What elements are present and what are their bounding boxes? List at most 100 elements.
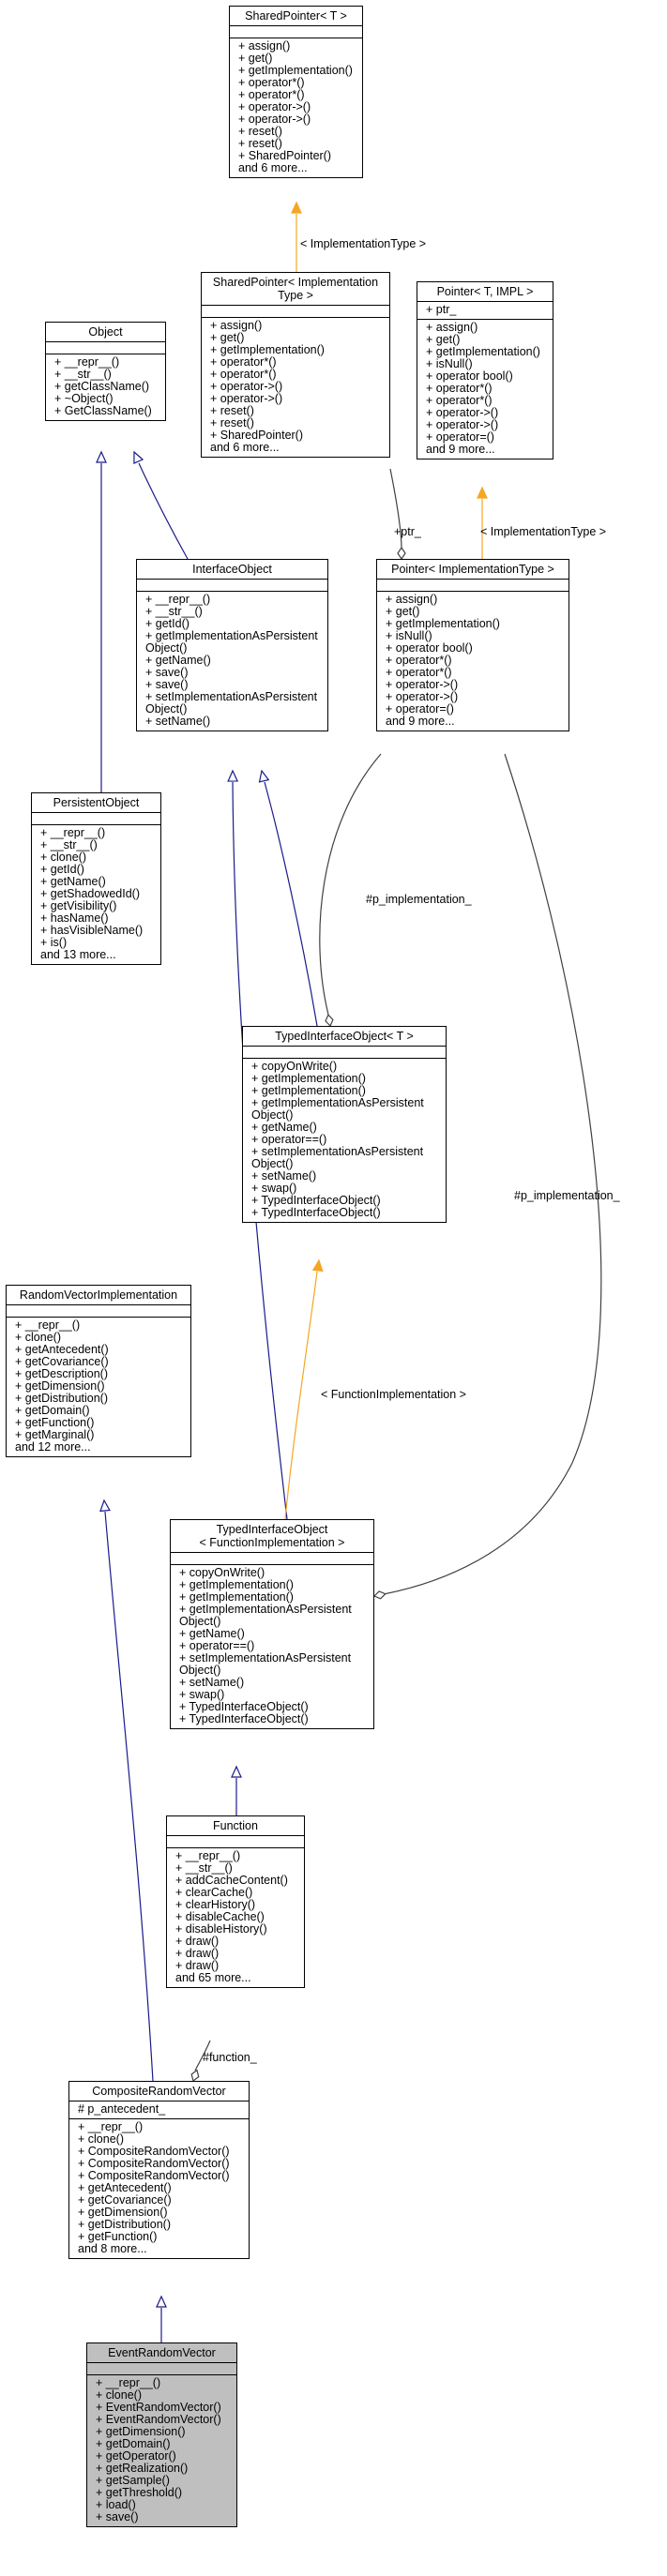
arrow-inherit-persistentobject-object: [96, 450, 107, 463]
method: + getDomain(): [15, 1404, 90, 1417]
attributes-section: [230, 26, 362, 38]
edge-label-implementationtype-1: < ImplementationType >: [300, 237, 427, 250]
method: + getImplementation(): [386, 617, 500, 630]
diamond-p-impl-2: [372, 1590, 387, 1600]
attributes-section: [137, 580, 327, 592]
method: + isNull(): [386, 629, 432, 642]
methods-section: + __repr__()+ __str__()+ addCacheContent…: [167, 1848, 304, 1987]
edge-label-functionimplementation: < FunctionImplementation >: [321, 1388, 466, 1401]
class-function[interactable]: Function + __repr__()+ __str__()+ addCach…: [166, 1815, 305, 1988]
class-title-line: InterfaceObject: [192, 563, 272, 576]
method: + clearHistory(): [175, 1898, 256, 1911]
method: and 65 more...: [175, 1971, 251, 1984]
method: + __str__(): [40, 838, 98, 851]
method: + __repr__(): [96, 2376, 161, 2389]
class-title-line: < FunctionImplementation >: [199, 1536, 345, 1549]
method: + getImplementation(): [179, 1578, 294, 1591]
class-persistentobject[interactable]: PersistentObject+ __repr__()+ __str__()+…: [31, 792, 161, 965]
methods-section: + __repr__()+ clone()+ getAntecedent()+ …: [7, 1318, 190, 1456]
method: + setImplementationAsPersistent: [179, 1651, 352, 1665]
class-pointer-implementationtype[interactable]: Pointer< ImplementationType >+ assign()+…: [376, 559, 569, 731]
method: + getDomain(): [96, 2437, 171, 2450]
method: + get(): [426, 333, 461, 346]
class-title: Pointer< ImplementationType >: [377, 560, 568, 580]
method: + getThreshold(): [96, 2486, 183, 2499]
class-title: Pointer< T, IMPL >: [417, 282, 553, 302]
method: + getName(): [251, 1121, 317, 1134]
class-title: PersistentObject: [32, 793, 160, 813]
attributes-section: # p_antecedent_: [69, 2101, 249, 2119]
methods-section: + __repr__()+ clone()+ CompositeRandomVe…: [69, 2119, 249, 2258]
method: + __repr__(): [175, 1849, 241, 1862]
class-title-line: CompositeRandomVector: [92, 2085, 226, 2098]
class-typedinterfaceobject-functionimplementation[interactable]: TypedInterfaceObject< FunctionImplementa…: [170, 1519, 374, 1729]
class-compositerandomvector[interactable]: CompositeRandomVector # p_antecedent_+ __…: [68, 2081, 250, 2259]
method: + getRealization(): [96, 2462, 189, 2475]
class-randomvectorimplementation[interactable]: RandomVectorImplementation+ __repr__()+ …: [6, 1285, 191, 1457]
attributes-section: [87, 2363, 236, 2375]
class-sharedpointer-t[interactable]: SharedPointer< T >+ assign()+ get()+ get…: [229, 6, 363, 178]
edge-usage-function: [194, 2040, 211, 2071]
method: + setImplementationAsPersistent: [145, 690, 318, 703]
class-eventrandomvector[interactable]: EventRandomVector+ __repr__()+ clone()+ …: [86, 2343, 237, 2527]
method: + get(): [386, 605, 420, 618]
method: + operator*(): [426, 394, 493, 407]
method: + disableHistory(): [175, 1922, 267, 1936]
class-title: Object: [46, 323, 165, 342]
method: + operator bool(): [386, 641, 473, 655]
class-title-line: EventRandomVector: [108, 2346, 216, 2359]
method: + disableCache(): [175, 1910, 265, 1923]
method: and 12 more...: [15, 1440, 91, 1454]
method: and 6 more...: [238, 161, 308, 174]
method: + operator==(): [179, 1639, 255, 1652]
arrow-template-pointer: [477, 486, 488, 499]
method: + __repr__(): [78, 2120, 144, 2133]
method: + operator*(): [386, 654, 452, 667]
method: + TypedInterfaceObject(): [251, 1206, 381, 1219]
method: + reset(): [210, 416, 254, 429]
method: + __repr__(): [15, 1318, 81, 1332]
class-typedinterfaceobject-t[interactable]: TypedInterfaceObject< T >+ copyOnWrite()…: [242, 1026, 447, 1223]
arrow-template-sharedpointer: [291, 201, 302, 214]
attributes-section: + ptr_: [417, 302, 553, 320]
method: + reset(): [210, 404, 254, 417]
method: + getImplementationAsPersistent: [251, 1096, 424, 1109]
method: + TypedInterfaceObject(): [251, 1194, 381, 1207]
class-title-line: Pointer< ImplementationType >: [391, 563, 554, 576]
method: + clone(): [78, 2132, 124, 2146]
class-title-line: Object: [88, 325, 123, 339]
arrow-inherit-typedio-fi-interfaceobject: [227, 769, 239, 782]
method: + getName(): [145, 654, 211, 667]
method: + hasName(): [40, 911, 109, 925]
method: + clone(): [96, 2388, 142, 2402]
method: + getDimension(): [78, 2206, 168, 2219]
attributes-section: [167, 1836, 304, 1848]
methods-section: + __repr__()+ __str__()+ getClassName()+…: [46, 354, 165, 420]
methods-section: + __repr__()+ clone()+ EventRandomVector…: [87, 2375, 236, 2526]
method: + getDistribution(): [78, 2218, 171, 2231]
edge-label-p-implementation-1: #p_implementation_: [366, 893, 472, 906]
method: + TypedInterfaceObject(): [179, 1712, 309, 1725]
method: + operator=(): [426, 430, 494, 444]
method: + TypedInterfaceObject(): [179, 1700, 309, 1713]
arrow-template-typedio: [311, 1258, 324, 1273]
class-object[interactable]: Object + __repr__()+ __str__()+ getClassN…: [45, 322, 166, 421]
method: Object(): [179, 1615, 221, 1628]
method: + setName(): [251, 1169, 317, 1183]
class-title-line: TypedInterfaceObject< T >: [275, 1030, 414, 1043]
method: + __str__(): [54, 368, 112, 381]
class-title-line: Function: [213, 1819, 258, 1832]
class-pointer-t-impl[interactable]: Pointer< T, IMPL >+ ptr_+ assign()+ get(…: [417, 281, 553, 459]
class-interfaceobject[interactable]: InterfaceObject+ __repr__()+ __str__()+ …: [136, 559, 328, 731]
method: + operator->(): [426, 418, 499, 431]
method: + save(): [96, 2510, 139, 2523]
method: + __repr__(): [145, 593, 211, 606]
class-title: SharedPointer< T >: [230, 7, 362, 26]
method: + getImplementationAsPersistent: [179, 1603, 352, 1616]
method: + getVisibility(): [40, 899, 117, 912]
method: + operator*(): [238, 88, 305, 101]
method: + is(): [40, 936, 68, 949]
